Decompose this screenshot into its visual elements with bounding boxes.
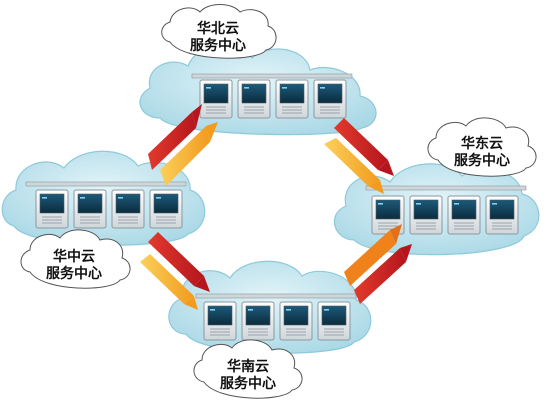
double-arrow-icon bbox=[324, 118, 394, 194]
server-icon bbox=[111, 189, 145, 229]
server-group-north bbox=[191, 73, 353, 119]
server-icon bbox=[237, 79, 271, 119]
label-bubble-east: 华东云 服务中心 bbox=[427, 117, 537, 177]
server-icon bbox=[203, 301, 237, 341]
label-bubble-central: 华中云 服务中心 bbox=[20, 229, 131, 289]
region-name-north-line1: 华北云 bbox=[197, 20, 239, 37]
region-name-south-line2: 服务中心 bbox=[220, 375, 276, 392]
server-icon bbox=[149, 189, 183, 229]
server-group-east bbox=[365, 185, 527, 235]
double-arrow-icon bbox=[140, 232, 210, 310]
server-icon bbox=[279, 301, 313, 341]
region-name-central-line2: 服务中心 bbox=[46, 265, 102, 282]
server-icon bbox=[485, 195, 519, 235]
server-icon bbox=[409, 195, 443, 235]
label-bubble-north: 华北云 服务中心 bbox=[161, 4, 277, 59]
region-name-north-line2: 服务中心 bbox=[190, 37, 246, 54]
region-name-south-line1: 华南云 bbox=[227, 358, 269, 375]
server-group-south bbox=[195, 293, 357, 341]
server-icon bbox=[35, 189, 69, 229]
server-icon bbox=[199, 79, 233, 119]
double-arrow-icon bbox=[344, 224, 412, 304]
server-icon bbox=[275, 79, 309, 119]
region-name-east-line2: 服务中心 bbox=[454, 152, 510, 169]
server-icon bbox=[73, 189, 107, 229]
server-icon bbox=[317, 301, 351, 341]
server-icon bbox=[313, 79, 347, 119]
double-arrow-icon bbox=[148, 104, 218, 186]
region-name-east-line1: 华东云 bbox=[461, 135, 503, 152]
server-icon bbox=[241, 301, 275, 341]
server-icon bbox=[447, 195, 481, 235]
label-bubble-south: 华南云 服务中心 bbox=[193, 339, 303, 399]
server-group-central bbox=[25, 181, 187, 229]
region-name-central-line1: 华中云 bbox=[53, 248, 95, 265]
